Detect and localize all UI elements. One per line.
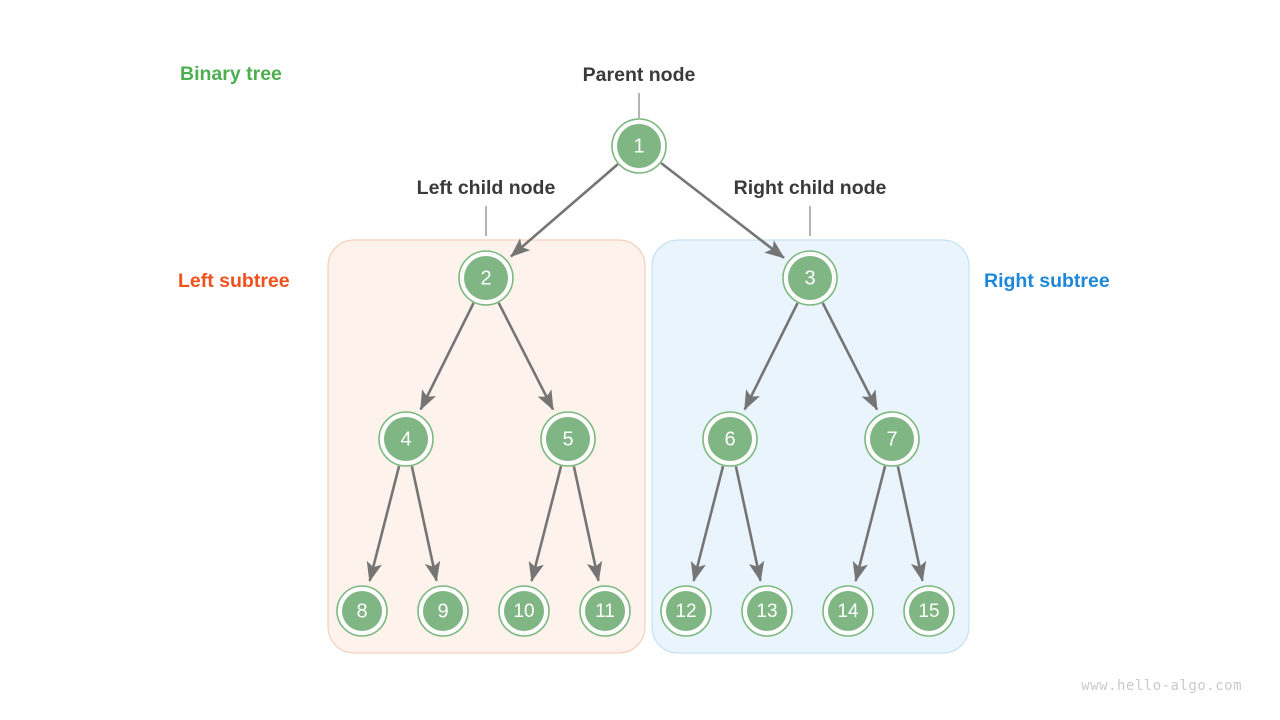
region-right-subtree: Right subtree bbox=[651, 239, 1110, 654]
tree-node-2[interactable]: 2 bbox=[458, 250, 514, 306]
edge-3-to-6 bbox=[743, 302, 799, 411]
callout-label-parent-node: Parent node bbox=[583, 64, 696, 86]
node-circle-2 bbox=[464, 256, 508, 300]
tree-node-5[interactable]: 5 bbox=[540, 411, 596, 467]
subtree-regions: Left subtree Right subtree bbox=[178, 239, 1110, 654]
edge-1-to-2 bbox=[510, 163, 619, 258]
tree-node-11[interactable]: 11 bbox=[579, 585, 631, 637]
edge-2-to-4 bbox=[419, 302, 475, 411]
edge-2-to-5 bbox=[497, 302, 555, 411]
node-circle-6 bbox=[708, 417, 752, 461]
node-value-10: 10 bbox=[513, 601, 534, 622]
callout-label-right-child-node: Right child node bbox=[734, 177, 887, 199]
node-circle-15 bbox=[909, 591, 949, 631]
region-label-right-subtree: Right subtree bbox=[984, 270, 1110, 292]
node-circle-3 bbox=[788, 256, 832, 300]
edge-4-to-8 bbox=[366, 465, 401, 582]
tree-node-9[interactable]: 9 bbox=[417, 585, 469, 637]
node-value-13: 13 bbox=[756, 601, 777, 622]
edge-7-to-14 bbox=[852, 465, 887, 582]
edge-3-to-7 bbox=[821, 302, 879, 411]
tree-node-15[interactable]: 15 bbox=[903, 585, 955, 637]
node-value-14: 14 bbox=[837, 601, 859, 622]
tree-node-13[interactable]: 13 bbox=[741, 585, 793, 637]
watermark: www.hello-algo.com bbox=[1081, 678, 1242, 694]
node-value-7: 7 bbox=[886, 429, 897, 451]
edge-4-to-9 bbox=[410, 466, 441, 582]
tree-node-3[interactable]: 3 bbox=[782, 250, 838, 306]
callout-right-child-node: Right child node bbox=[734, 177, 887, 236]
node-circle-1 bbox=[617, 124, 661, 168]
region-left-subtree: Left subtree bbox=[178, 239, 646, 654]
node-value-8: 8 bbox=[356, 601, 367, 623]
edge-5-to-10 bbox=[528, 465, 563, 582]
region-box-right-subtree bbox=[651, 239, 970, 654]
node-value-15: 15 bbox=[918, 601, 939, 622]
region-box-left-subtree bbox=[327, 239, 646, 654]
edge-6-to-13 bbox=[734, 466, 765, 582]
callout-left-child-node: Left child node bbox=[417, 177, 556, 236]
tree-node-4[interactable]: 4 bbox=[378, 411, 434, 467]
node-value-9: 9 bbox=[437, 601, 448, 623]
node-value-2: 2 bbox=[480, 268, 491, 290]
node-circle-5 bbox=[546, 417, 590, 461]
node-value-11: 11 bbox=[595, 601, 615, 622]
node-circle-13 bbox=[747, 591, 787, 631]
node-value-5: 5 bbox=[562, 429, 573, 451]
node-circle-12 bbox=[666, 591, 706, 631]
edge-1-to-3 bbox=[660, 162, 785, 259]
diagram-title: Binary tree bbox=[180, 63, 282, 85]
tree-node-7[interactable]: 7 bbox=[864, 411, 920, 467]
tree-node-6[interactable]: 6 bbox=[702, 411, 758, 467]
tree-node-12[interactable]: 12 bbox=[660, 585, 712, 637]
tree-node-10[interactable]: 10 bbox=[498, 585, 550, 637]
node-circle-8 bbox=[342, 591, 382, 631]
edge-5-to-11 bbox=[572, 466, 603, 582]
tree-edges bbox=[366, 162, 927, 582]
node-circle-7 bbox=[870, 417, 914, 461]
node-circle-11 bbox=[585, 591, 625, 631]
node-value-3: 3 bbox=[804, 268, 815, 290]
callout-parent-node: Parent node bbox=[583, 64, 696, 118]
edge-6-to-12 bbox=[690, 465, 725, 582]
node-value-4: 4 bbox=[400, 429, 411, 451]
node-circle-14 bbox=[828, 591, 868, 631]
tree-node-1[interactable]: 1 bbox=[611, 118, 667, 174]
node-value-6: 6 bbox=[724, 429, 735, 451]
tree-node-14[interactable]: 14 bbox=[822, 585, 874, 637]
edge-7-to-15 bbox=[896, 466, 927, 582]
tree-node-8[interactable]: 8 bbox=[336, 585, 388, 637]
callout-label-left-child-node: Left child node bbox=[417, 177, 556, 199]
node-value-12: 12 bbox=[675, 601, 696, 622]
node-value-1: 1 bbox=[633, 136, 644, 158]
region-label-left-subtree: Left subtree bbox=[178, 270, 290, 292]
node-circle-4 bbox=[384, 417, 428, 461]
node-circle-10 bbox=[504, 591, 544, 631]
node-circle-9 bbox=[423, 591, 463, 631]
